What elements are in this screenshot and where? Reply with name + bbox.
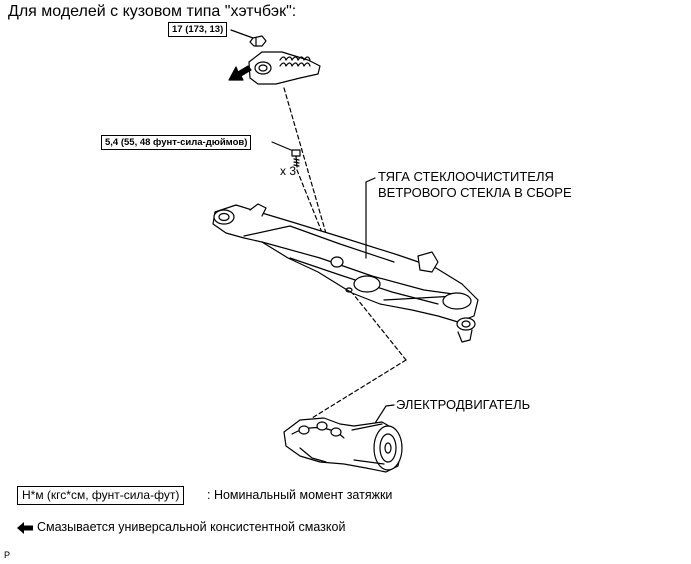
legend-grease-arrow-icon: [17, 522, 33, 534]
torque-spec-linkage-bolt: 5,4 (55, 48 фунт-сила-дюймов): [101, 135, 252, 150]
grease-arrow-icon: [228, 65, 252, 81]
bolt-count-label: x 3: [280, 164, 297, 178]
wiper-link-leader: [365, 177, 376, 259]
page-title: Для моделей с кузовом типа "хэтчбэк":: [8, 3, 297, 20]
wiper-link-label-line2: ВЕТРОВОГО СТЕКЛА В СБОРЕ: [378, 185, 572, 200]
grease-description: Смазывается универсальной консистентной …: [37, 520, 346, 534]
pivot-nut-icon: [249, 35, 267, 47]
pivot-bracket-icon: [248, 51, 321, 85]
torque-unit-box: Н*м (кгс*см, фунт-сила-фут): [17, 486, 185, 505]
footer-code: P: [4, 550, 11, 560]
wiper-link-label: ТЯГА СТЕКЛООЧИСТИТЕЛЯ ВЕТРОВОГО СТЕКЛА В…: [378, 169, 572, 201]
wiper-link-label-line1: ТЯГА СТЕКЛООЧИСТИТЕЛЯ: [378, 169, 554, 184]
torque-spec-pivot-nut: 17 (173, 13): [168, 22, 228, 37]
wiper-link-assembly-icon: [212, 203, 479, 343]
motor-leader: [371, 404, 395, 429]
wiper-motor-icon: [283, 417, 403, 473]
pivot-nut-leader: [230, 29, 254, 39]
motor-label: ЭЛЕКТРОДВИГАТЕЛЬ: [396, 397, 531, 412]
linkage-bolt-icon: [291, 149, 301, 168]
linkage-bolt-leader: [271, 141, 292, 151]
torque-unit-description: : Номинальный момент затяжки: [207, 488, 393, 502]
